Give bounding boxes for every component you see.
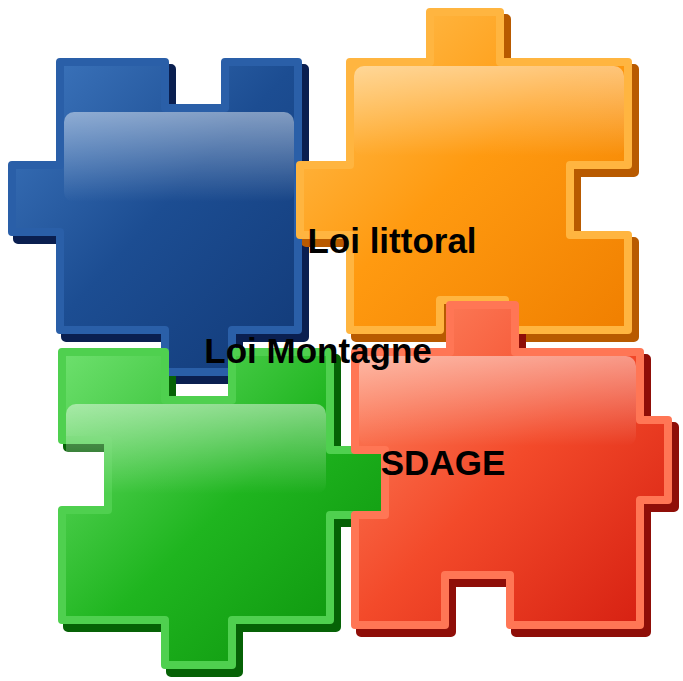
puzzle-label: Loi Montagne: [204, 333, 431, 368]
green-puzzle-piece: [62, 352, 385, 665]
blue-puzzle-piece: [12, 62, 298, 372]
puzzle-label: SDAGE: [381, 445, 505, 480]
puzzle-label: Loi littoral: [307, 223, 476, 258]
piece-gloss: [359, 356, 636, 446]
orange-puzzle-piece: [300, 12, 628, 330]
piece-gloss: [354, 66, 624, 156]
piece-gloss: [64, 112, 294, 202]
piece-gloss: [66, 404, 326, 494]
